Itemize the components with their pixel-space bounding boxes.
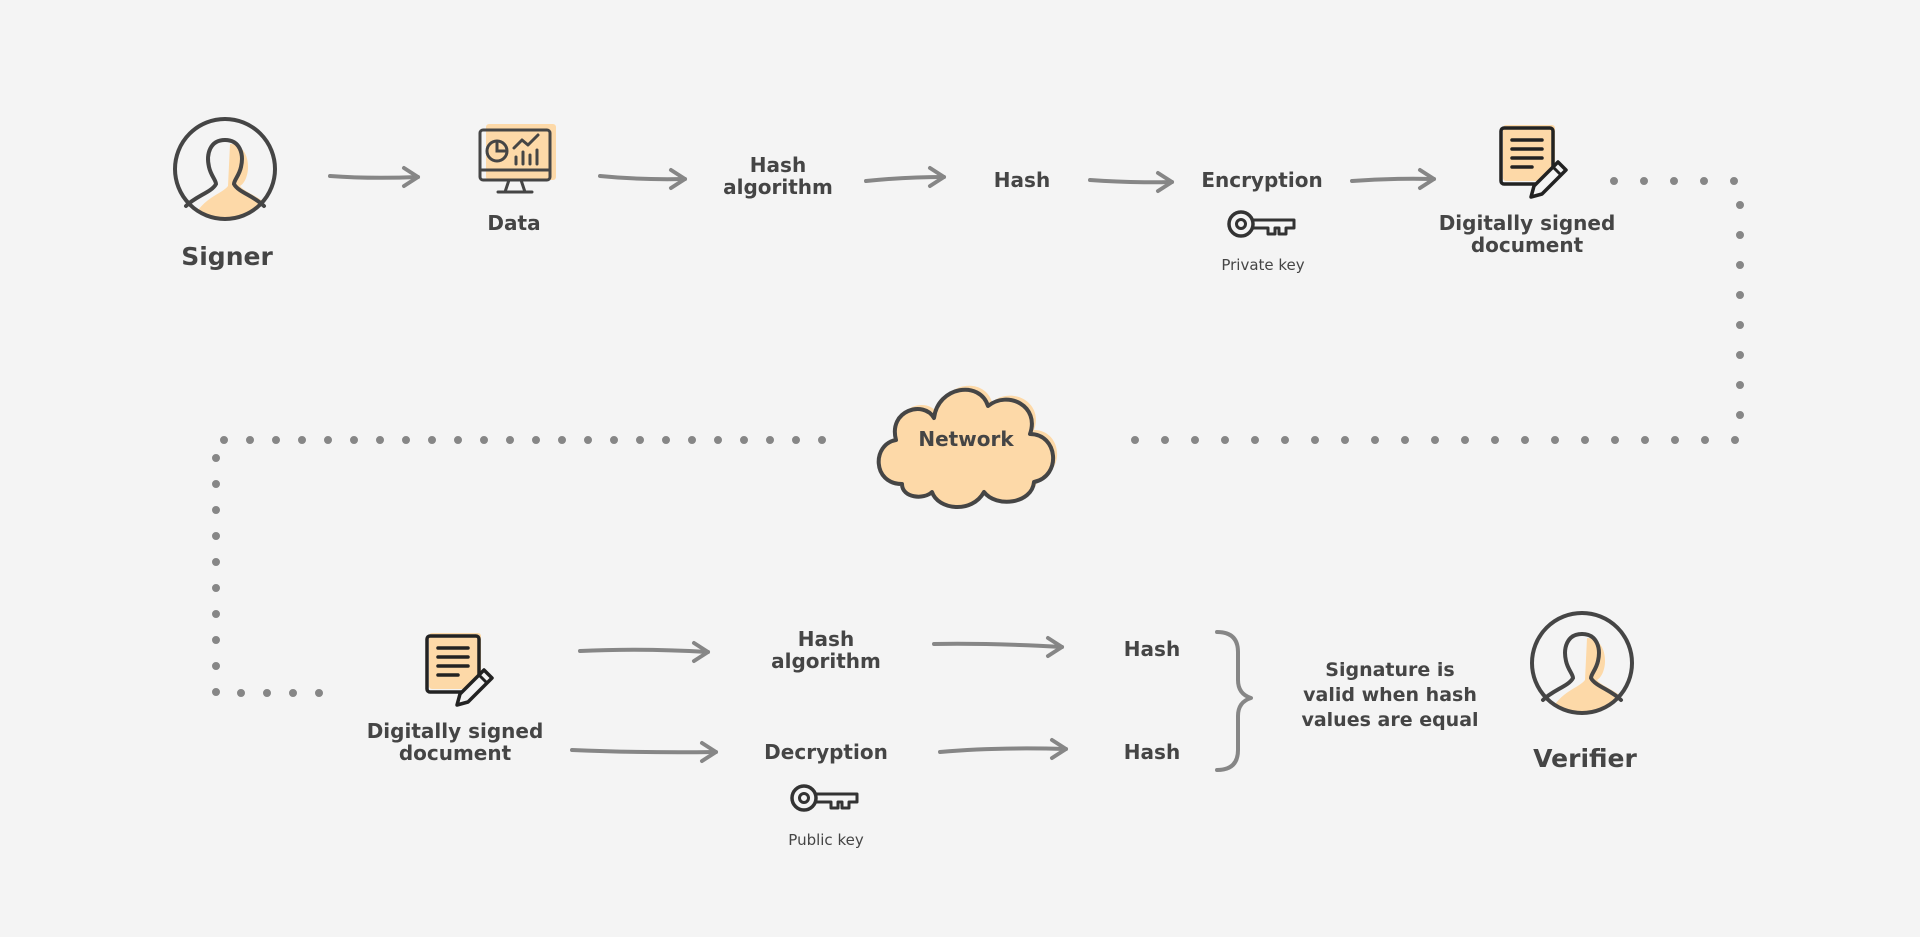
hash-algorithm-label: Hash algorithm [723,153,833,199]
dashboard-monitor-icon [478,124,556,194]
dotted-path-to-network [1104,177,1744,444]
dotted-path-from-network [212,436,826,697]
hash-label: Hash [993,168,1051,192]
public-key-label: Public key [788,831,864,849]
hash-top-label: Hash [1123,637,1181,661]
arrow-data-to-hash-algorithm [598,168,687,190]
cloud-icon [876,385,1058,509]
arrow-document-to-decryption [570,741,718,763]
private-key-label: Private key [1221,256,1305,274]
validity-note: Signature is valid when hash values are … [1301,659,1479,731]
received-document-label: Digitally signed document [366,719,544,765]
user-icon [173,117,277,221]
arrow-signer-to-data [328,166,420,188]
signer-label: Signer [181,242,273,271]
arrow-hash-to-encryption [1088,171,1174,193]
network-label: Network [918,427,1014,451]
key-icon [790,784,859,812]
verifier-label: Verifier [1533,744,1637,773]
signed-document-icon [1499,125,1568,199]
verify-hash-algorithm-label: Hash algorithm [771,627,881,673]
arrow-hash-algorithm-to-hash [864,166,946,188]
comparison-brace [1215,630,1253,772]
decryption-label: Decryption [764,740,888,764]
arrow-hash-algorithm-to-hash [932,636,1064,658]
hash-bottom-label: Hash [1123,740,1181,764]
user-icon [1530,611,1634,715]
data-label: Data [487,211,541,235]
arrow-document-to-hash-algorithm [578,641,710,663]
arrow-decryption-to-hash [938,738,1068,760]
encryption-label: Encryption [1201,168,1323,192]
signed-document-label: Digitally signed document [1438,211,1616,257]
signed-document-icon [425,633,494,707]
key-icon [1227,210,1296,238]
arrow-encryption-to-signed-document [1350,168,1436,190]
